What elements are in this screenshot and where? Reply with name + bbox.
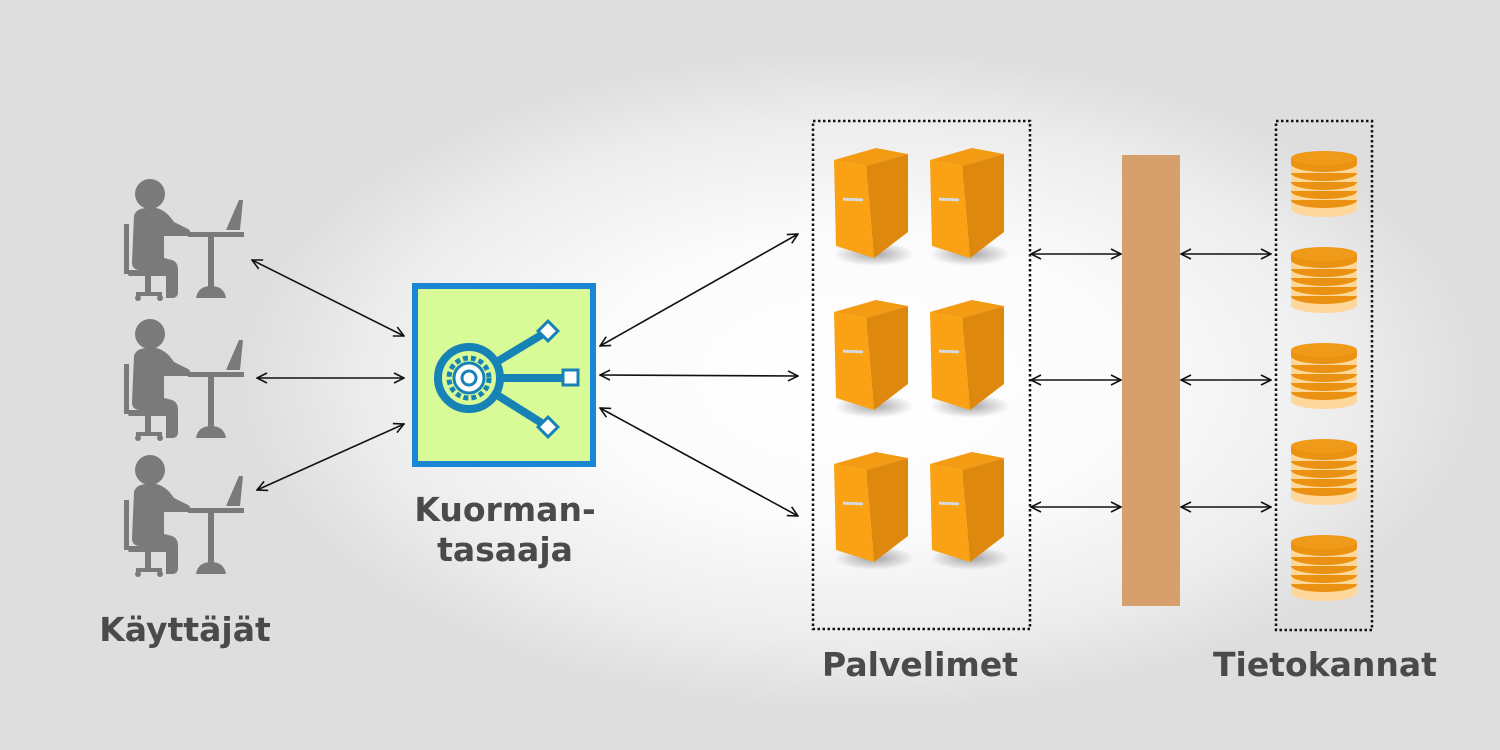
database-icon bbox=[1291, 439, 1357, 505]
load-balancer-label-line1: Kuorman- bbox=[414, 490, 596, 529]
server-icon bbox=[930, 300, 1010, 418]
arrow bbox=[252, 260, 404, 336]
users-label: Käyttäjät bbox=[99, 610, 271, 649]
load-balancer-label-line2: tasaaja bbox=[437, 530, 573, 569]
servers-label: Palvelimet bbox=[822, 645, 1018, 684]
server-icon bbox=[930, 452, 1010, 570]
servers-group bbox=[811, 119, 1032, 631]
database-icon bbox=[1291, 343, 1357, 409]
database-icon bbox=[1291, 151, 1357, 217]
server-icon bbox=[834, 300, 914, 418]
users-group bbox=[124, 179, 244, 577]
user-icon bbox=[124, 179, 244, 301]
servers-to-bus-arrows bbox=[1031, 254, 1121, 507]
shared-bus-bar bbox=[1122, 155, 1180, 606]
bus-to-databases-arrows bbox=[1181, 254, 1271, 507]
arrow bbox=[257, 424, 404, 490]
server-icon bbox=[834, 452, 914, 570]
load-balancer-gear-icon bbox=[434, 318, 580, 440]
database-icon bbox=[1291, 247, 1357, 313]
arrow bbox=[600, 234, 798, 346]
databases-label: Tietokannat bbox=[1213, 645, 1437, 684]
arrow bbox=[600, 408, 798, 516]
load-balancer-node bbox=[412, 283, 596, 467]
arrow bbox=[600, 375, 798, 376]
user-icon bbox=[124, 319, 244, 441]
databases-group bbox=[1274, 119, 1374, 632]
server-icon bbox=[930, 148, 1010, 266]
user-icon bbox=[124, 455, 244, 577]
server-icon bbox=[834, 148, 914, 266]
database-icon bbox=[1291, 535, 1357, 601]
user-to-lb-arrows bbox=[252, 260, 404, 490]
lb-to-servers-arrows bbox=[600, 234, 798, 516]
databases-dotted-frame bbox=[1274, 119, 1374, 632]
